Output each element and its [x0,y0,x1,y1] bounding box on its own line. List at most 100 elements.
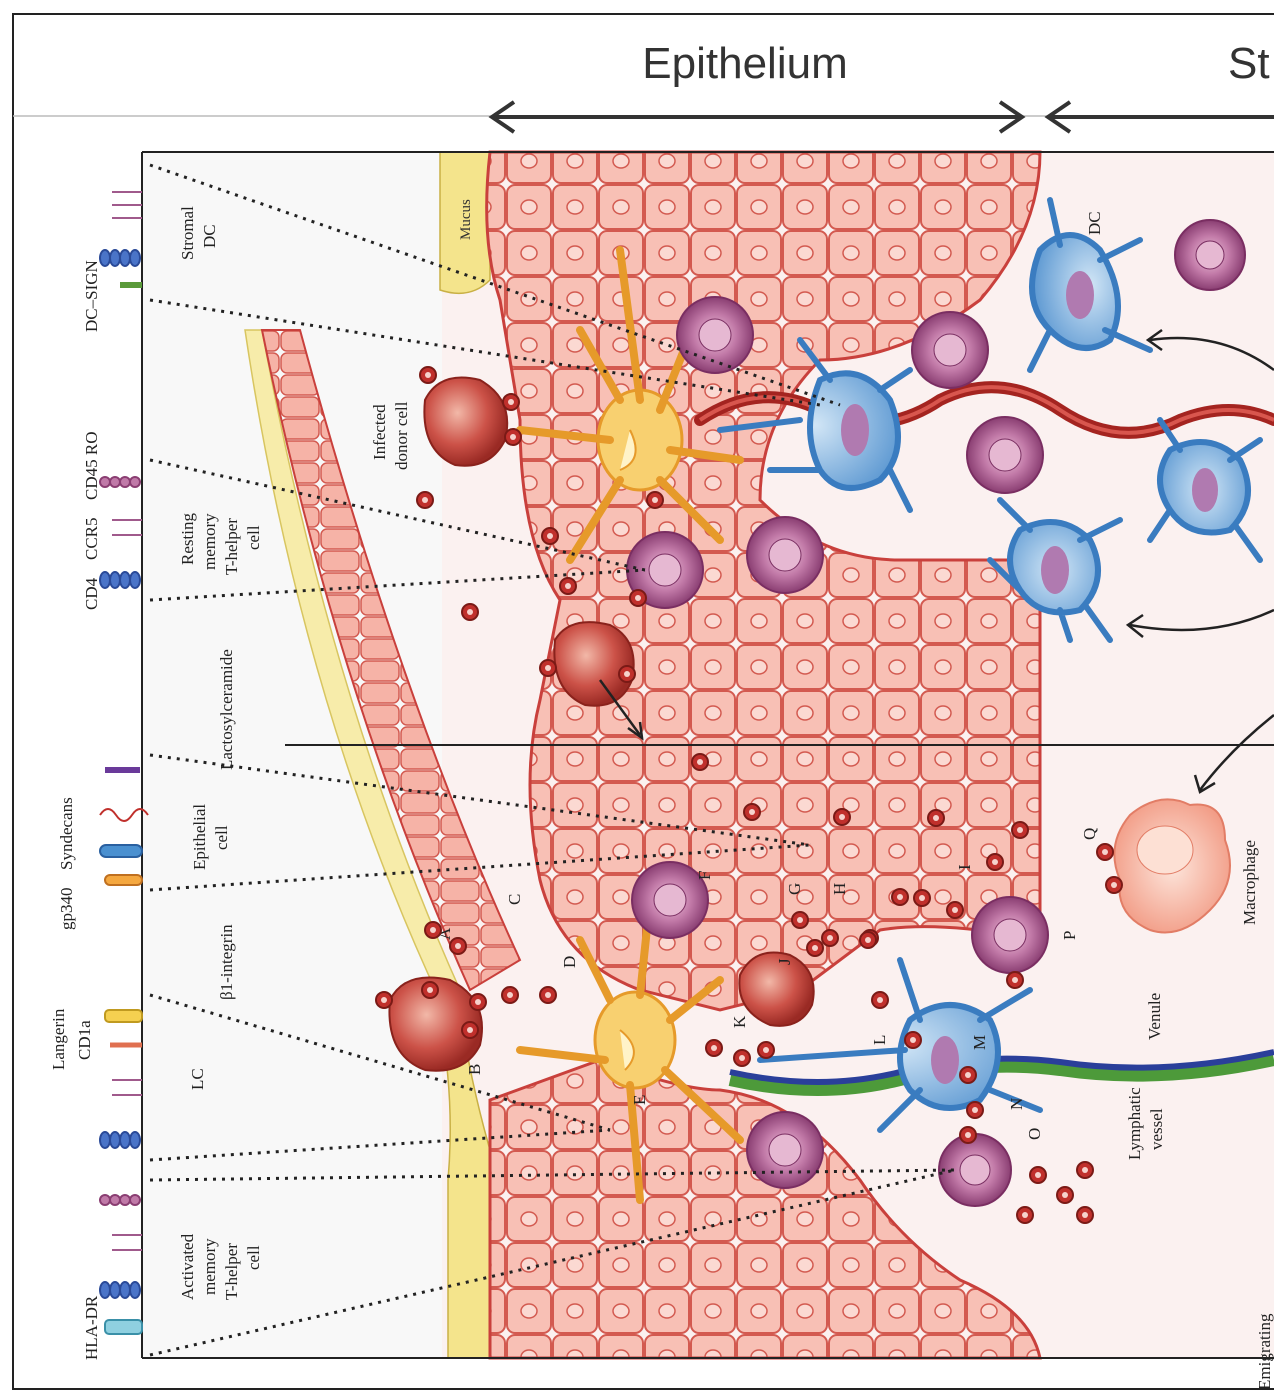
letter-label-p: P [1060,931,1079,940]
label-lactosylceramide: Lactosylceramide [217,649,236,770]
virion-core-44 [507,992,513,998]
virion-core-9 [624,671,630,677]
virion-core-49 [1111,882,1117,888]
virion-core-14 [839,814,845,820]
svg-text:cell: cell [212,825,231,850]
virion-core-30 [1022,1212,1028,1218]
letter-label-b: B [465,1064,484,1075]
virion-core-40 [381,997,387,1003]
virion-core-32 [1082,1167,1088,1173]
virion-core-47 [965,1072,971,1078]
letter-label-q: Q [1080,828,1099,840]
virion-core-31 [1082,1212,1088,1218]
header-epithelium: Epithelium [642,39,847,88]
letter-label-k: K [730,1015,749,1028]
label-lc: LC [188,1068,207,1090]
letter-label-d: D [560,956,579,968]
virion-core-28 [1035,1172,1041,1178]
svg-text:cell: cell [244,525,263,550]
virion-core-11 [635,595,641,601]
label-gp340: gp340 [57,888,76,931]
svg-text:vessel: vessel [1147,1108,1166,1150]
letter-label-f: F [695,871,714,880]
t-cell-P [972,897,1048,973]
virion-core-12 [697,759,703,765]
svg-text:Resting: Resting [178,513,197,565]
letter-label-i: I [955,864,974,870]
virion-core-2 [508,399,514,405]
letter-label-g: G [785,883,804,895]
letter-label-j: J [775,958,794,965]
virion-core-35 [739,1055,745,1061]
svg-text:Epithelial: Epithelial [190,804,209,870]
svg-text:T-helper: T-helper [222,1243,241,1300]
letter-label-c: C [505,894,524,905]
letter-label-o: O [1025,1128,1044,1140]
t-cell-2 [912,312,988,388]
virion-core-7 [565,583,571,589]
label-macrophage: Macrophage [1240,840,1259,925]
virion-core-22 [827,935,833,941]
virion-core-20 [952,907,958,913]
virion-core-17 [992,859,998,865]
label-venule: Venule [1145,993,1164,1040]
virion-core-13 [749,809,755,815]
virion-core-48 [1102,849,1108,855]
label-b1-integrin: β1-integrin [217,924,236,1000]
t-cell-6 [1175,220,1245,290]
t-cell-7 [747,1112,823,1188]
virion-core-27 [1012,977,1018,983]
t-cell-3 [967,417,1043,493]
virion-core-38 [455,943,461,949]
label-dc-sign: DC–SIGN [82,260,101,332]
svg-text:Activated: Activated [178,1233,197,1300]
svg-text:DC: DC [200,224,219,248]
virion-core-24 [797,917,803,923]
letter-label-h: H [830,883,849,895]
svg-text:memory: memory [200,513,219,570]
svg-text:Stromal: Stromal [178,206,197,260]
svg-text:Lymphatic: Lymphatic [1125,1087,1144,1160]
letter-label-n: N [1007,1098,1026,1110]
virion-core-41 [427,987,433,993]
virion-core-5 [467,609,473,615]
letter-label-l: L [870,1035,889,1045]
virion-core-8 [545,665,551,671]
svg-text:cell: cell [244,1245,263,1270]
virion-core-18 [897,894,903,900]
virion-core-34 [965,1132,971,1138]
label-langerin: Langerin [49,1008,68,1070]
svg-text:T-helper: T-helper [222,518,241,575]
virion-core-16 [1017,827,1023,833]
virion-core-1 [425,372,431,378]
virion-core-43 [467,1027,473,1033]
virion-core-39 [430,927,436,933]
virion-core-26 [865,937,871,943]
virion-core-3 [510,434,516,440]
t-cell-1 [677,297,753,373]
label-cd45ro: CD45 RO [82,432,101,500]
virion-core-15 [933,815,939,821]
label-cd4: CD4 [82,577,101,610]
label-emigrating: Emigrating [1255,1313,1274,1390]
label-syndecans: Syndecans [57,797,76,870]
letter-label-m: M [970,1035,989,1050]
virion-core-19 [919,895,925,901]
t-cell-5 [747,517,823,593]
virion-core-45 [545,992,551,998]
virion-core-36 [763,1047,769,1053]
virion-core-33 [972,1107,978,1113]
infected-donor-cell-1 [424,378,507,466]
virion-core-4 [422,497,428,503]
virion-core-10 [652,497,658,503]
label-ccr5: CCR5 [82,517,101,560]
virion-core-46 [910,1037,916,1043]
virion-core-42 [475,999,481,1005]
letter-label-e: E [630,1095,649,1105]
virion-core-37 [711,1045,717,1051]
label-dc: DC [1085,211,1104,235]
label-mucus: Mucus [458,199,474,240]
label-cd1a: CD1a [75,1020,94,1060]
virion-core-25 [877,997,883,1003]
